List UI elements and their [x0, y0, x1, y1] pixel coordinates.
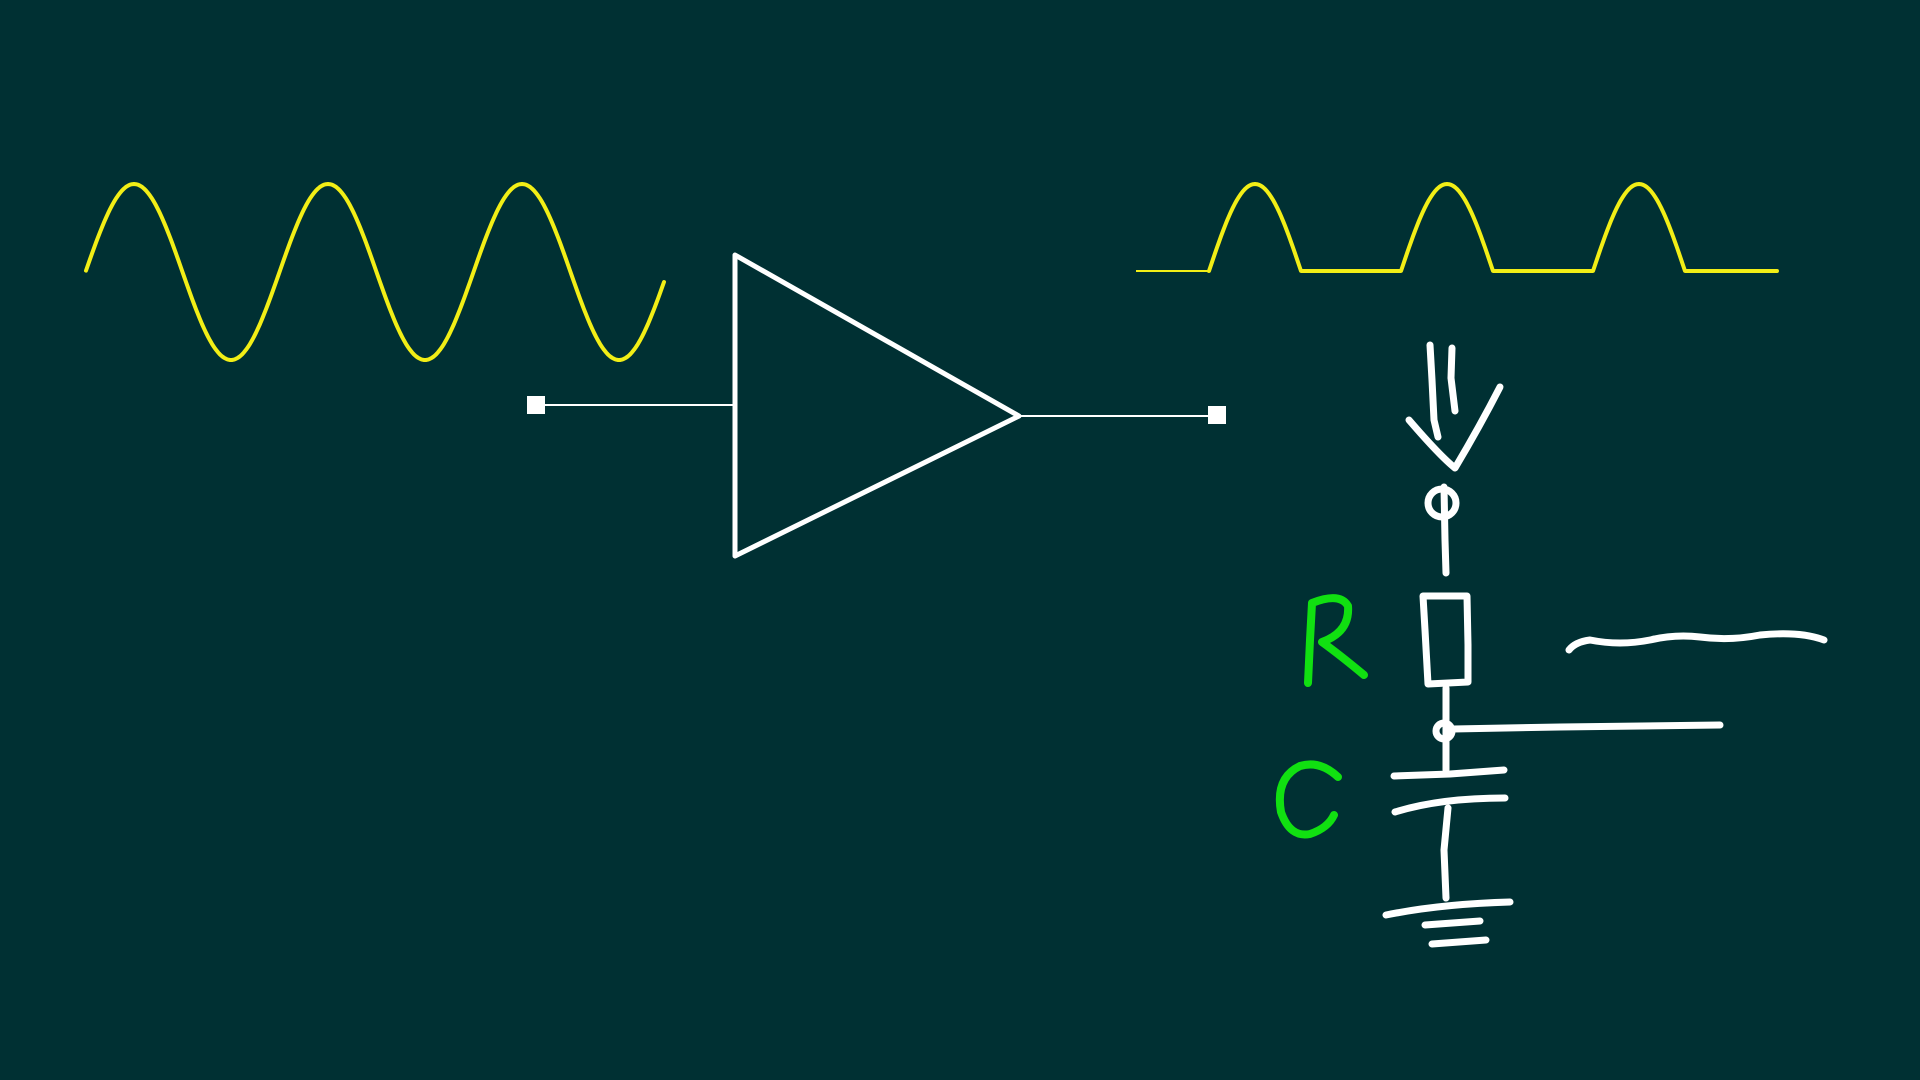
- capacitor-icon: [1390, 766, 1509, 902]
- input-sine-wave: [84, 182, 666, 362]
- input-arrow-icon: [1405, 341, 1504, 472]
- resistor-icon: [1419, 592, 1472, 688]
- output-lead: [1449, 721, 1724, 733]
- output-waveform: [1136, 182, 1779, 273]
- smoothed-output-wave: [1565, 630, 1828, 654]
- capacitor-label: C: [1275, 760, 1342, 839]
- resistor-label: R: [1304, 594, 1368, 687]
- amplifier-block: [527, 252, 1226, 559]
- rc-filter-sketch: R C: [1275, 341, 1828, 948]
- input-node-icon: [1424, 483, 1460, 577]
- output-rectified-wave: [1207, 182, 1779, 273]
- amplifier-triangle: [732, 252, 1022, 559]
- ground-icon: [1382, 898, 1514, 948]
- output-terminal: [1208, 406, 1226, 424]
- input-terminal: [527, 396, 545, 414]
- input-waveform: [84, 182, 666, 362]
